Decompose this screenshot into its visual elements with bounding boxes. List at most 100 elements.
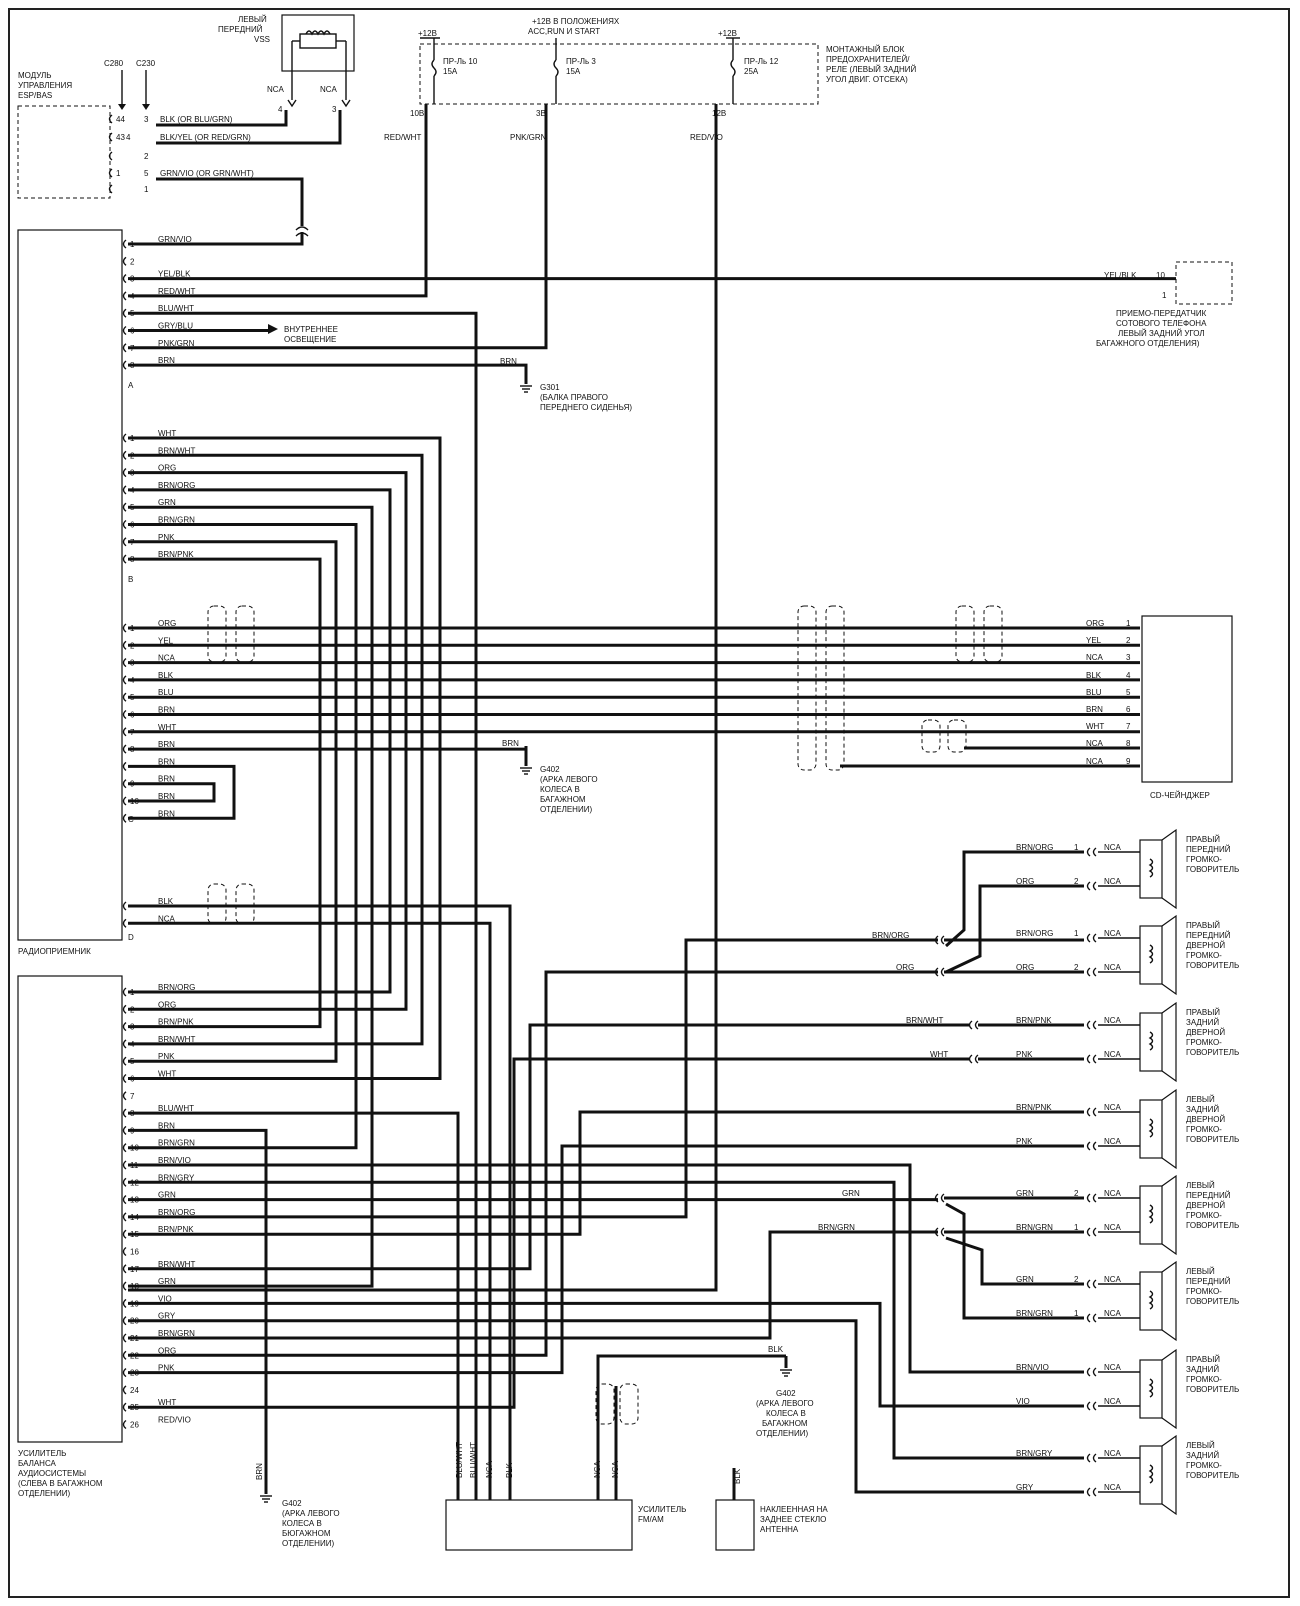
speaker-nca: NCA (1104, 1223, 1122, 1232)
shield (825, 605, 845, 771)
radio-b-pin: 3 (130, 469, 135, 478)
svg-text:(БАЛКА ПРАВОГО: (БАЛКА ПРАВОГО (540, 393, 608, 402)
speaker-pin: 1 (1074, 1309, 1079, 1318)
cd-wire-label: WHT (1086, 722, 1104, 731)
splice (974, 1020, 979, 1030)
amp-wire-label: BRN/WHT (158, 1035, 195, 1044)
speaker-label: ПЕРЕДНИЙ (1186, 1191, 1231, 1200)
svg-text:КОЛЕСА В: КОЛЕСА В (766, 1409, 806, 1418)
cd-pin: 2 (1126, 636, 1131, 645)
speaker-wire-label: GRY (1016, 1483, 1034, 1492)
amp-pin: 20 (130, 1317, 139, 1326)
wire-radio-b-3 (128, 471, 408, 1011)
svg-text:УСИЛИТЕЛЬ: УСИЛИТЕЛЬ (638, 1505, 686, 1514)
amp-pin: 7 (130, 1092, 135, 1101)
svg-text:АНТЕННА: АНТЕННА (760, 1525, 799, 1534)
cd-pin: 4 (1126, 671, 1131, 680)
pin-mark (122, 1195, 127, 1205)
speaker-coil (1148, 1464, 1154, 1484)
radio-c-pin: 6 (130, 711, 135, 720)
esp-wire-blk (156, 110, 288, 127)
amp-pin: 18 (130, 1282, 139, 1291)
pin-mark (122, 727, 127, 737)
speaker-body (1139, 1185, 1163, 1245)
amp-box (17, 975, 123, 1443)
interior-lighting: ВНУТРЕННЕЕ ОСВЕЩЕНИЕ (268, 324, 338, 344)
cd-wire-label: YEL (1086, 636, 1102, 645)
pin-mark (122, 918, 127, 928)
fuse-block-label: МОНТАЖНЫЙ БЛОК ПРЕДОХРАНИТЕЛЕЙ/ РЕЛЕ (ЛЕ… (826, 45, 917, 84)
wire-radio-b-5 (128, 505, 374, 1288)
amp-wire-label: ORG (158, 1000, 176, 1009)
wire-amp12-lr (128, 1180, 1084, 1460)
speaker-pin-mark (1092, 1401, 1097, 1411)
wire-amp17-rrd (128, 1023, 970, 1271)
speaker-cone (1161, 1174, 1177, 1256)
phone-pin-10: 10 (1156, 271, 1165, 280)
radio-label: РАДИОПРИЕМНИК (18, 947, 91, 956)
wire-red-wht (128, 104, 428, 298)
wire-amp21-lfd (128, 1230, 938, 1340)
cd-wire-label: ORG (1086, 619, 1104, 628)
speaker-label: ГРОМКО- (1186, 1211, 1222, 1220)
pin-mark (122, 1402, 127, 1412)
radio-conn-c-letter: C (128, 815, 134, 824)
shield (947, 719, 967, 753)
svg-text:ОТДЕЛЕНИИ): ОТДЕЛЕНИИ) (756, 1429, 808, 1438)
radio-a-pin: 2 (130, 257, 135, 266)
wire-amp-blu-wht (128, 1111, 460, 1500)
pin-mark (122, 1004, 127, 1014)
vss-nca-2: NCA (320, 85, 338, 94)
speaker-wire-label: BRN/ORG (1016, 843, 1053, 852)
pin-mark (122, 1091, 127, 1101)
amp-wire-label: BLU/WHT (158, 1104, 194, 1113)
speaker-label: ГРОМКО- (1186, 951, 1222, 960)
cd-pin: 3 (1126, 653, 1131, 662)
pin-mark (122, 274, 127, 284)
esp-module: МОДУЛЬ УПРАВЛЕНИЯ ESP/BAS C280 C230 (17, 59, 156, 199)
speaker-coil (1148, 944, 1154, 964)
radio-c-wire-label: ORG (158, 619, 176, 628)
radio-c-wire-label: BRN (158, 706, 175, 715)
radio-c-pin: 10 (130, 797, 139, 806)
radio-b-pin: 6 (130, 521, 135, 530)
speaker-pin-mark (1086, 1401, 1091, 1411)
speaker-label: ГОВОРИТЕЛЬ (1186, 1135, 1239, 1144)
pin-mark (122, 343, 127, 353)
svg-text:ОТДЕЛЕНИИ): ОТДЕЛЕНИИ) (18, 1489, 70, 1498)
pin-mark (122, 360, 127, 370)
speaker-label: ГОВОРИТЕЛЬ (1186, 961, 1239, 970)
radio-conn-b-letter: B (128, 575, 133, 584)
svg-text:УПРАВЛЕНИЯ: УПРАВЛЕНИЯ (18, 81, 72, 90)
pin-mark (122, 901, 127, 911)
svg-text:КОЛЕСА В: КОЛЕСА В (282, 1519, 322, 1528)
svg-text:БЮГАЖНОМ: БЮГАЖНОМ (282, 1529, 331, 1538)
radio-c-wire-label: WHT (158, 723, 176, 732)
speaker-body (1139, 1359, 1163, 1419)
radio-a-wire-label: PNK/GRN (158, 339, 195, 348)
fuse-10-pin: 10B (410, 109, 424, 118)
pin-mark (122, 813, 127, 823)
speaker-coil (1148, 1031, 1154, 1051)
g402a-wire: BRN (502, 739, 519, 748)
splice (940, 1227, 945, 1237)
speaker-wire-label: ORG (1016, 963, 1034, 972)
amp-pin: 24 (130, 1386, 139, 1395)
speaker-pin-mark (1086, 881, 1091, 891)
amp-wire-label: GRN (158, 1277, 176, 1286)
fuse-3-wire: PNK/GRN (510, 133, 547, 142)
amp-wire-label: PNK (158, 1364, 175, 1373)
pin-mark (122, 537, 127, 547)
fuse-3: ПР-Ль 3 15A 3B PNK/GRN (510, 38, 596, 142)
pin-mark (122, 709, 127, 720)
wire-grn-vio (128, 232, 304, 246)
speaker-label: ДВЕРНОЙ (1186, 1201, 1225, 1210)
fuse-10-wire: RED/WHT (384, 133, 421, 142)
radio-b-wire-label: BRN/GRN (158, 516, 195, 525)
radio-c-wire-label: NCA (158, 654, 176, 663)
amp-pin: 11 (130, 1161, 139, 1170)
speaker-nca: NCA (1104, 1483, 1122, 1492)
cd-wire-label: NCA (1086, 757, 1104, 766)
radio-b-pin: 2 (130, 451, 135, 460)
